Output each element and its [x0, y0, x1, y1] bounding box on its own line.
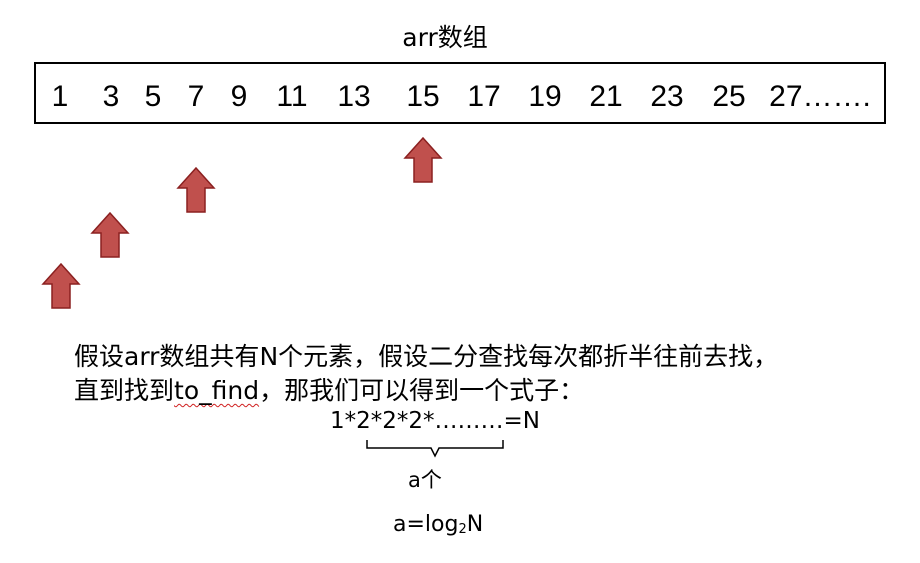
array-element: 25	[712, 80, 746, 113]
array-element: 13	[337, 80, 371, 113]
count-label: a个	[408, 468, 442, 492]
to-find-keyword: to_find	[174, 376, 260, 405]
array-title: arr数组	[402, 23, 488, 52]
array-element: 19	[528, 80, 562, 113]
result-prefix: a=log	[393, 512, 459, 537]
array-element: 27…….	[769, 80, 871, 113]
up-arrow-icon	[41, 262, 81, 309]
array-element: 5	[144, 80, 162, 113]
description-line-2-start: 直到找到	[74, 376, 175, 405]
brace-icon	[366, 440, 504, 458]
up-arrow-icon	[176, 166, 216, 213]
up-arrow-icon	[403, 136, 443, 183]
result-formula: a=log2N	[393, 512, 483, 537]
up-arrow-icon	[90, 211, 130, 258]
formula-expression: 1*2*2*2*………=N	[329, 408, 540, 434]
array-element: 11	[276, 80, 308, 113]
result-suffix: N	[466, 512, 484, 537]
description-paragraph: 假设arr数组共有N个元素，假设二分查找每次都折半往前去找， 直到找到to_fi…	[74, 340, 874, 408]
array-element: 23	[650, 80, 684, 113]
description-line-1: 假设arr数组共有N个元素，假设二分查找每次都折半往前去找，	[74, 342, 779, 371]
array-element: 17	[467, 80, 501, 113]
array-element: 1	[51, 80, 69, 113]
array-element: 7	[187, 80, 205, 113]
description-line-2-end: ，那我们可以得到一个式子：	[259, 376, 585, 405]
array-element: 3	[102, 80, 120, 113]
array-element: 15	[406, 80, 440, 113]
result-subscript: 2	[458, 522, 467, 537]
array-box	[34, 62, 886, 124]
description-line-2: 直到找到to_find，那我们可以得到一个式子：	[74, 374, 874, 408]
array-element: 21	[589, 80, 623, 113]
array-element: 9	[230, 80, 248, 113]
